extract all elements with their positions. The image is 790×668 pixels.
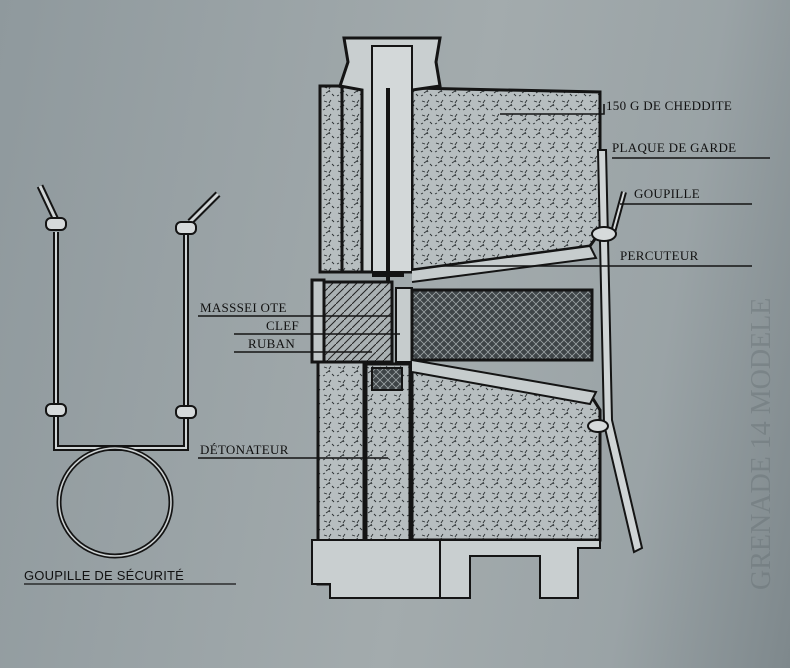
label-detonateur: DÉTONATEUR bbox=[200, 442, 289, 457]
label-percuteur: PERCUTEUR bbox=[620, 248, 699, 263]
bleed-through-text: GRENADE 14 MODELE bbox=[746, 298, 777, 590]
label-ruban: RUBAN bbox=[248, 336, 295, 351]
label-masselotte: MASSSEI OTE bbox=[200, 300, 287, 315]
caption-goupille-de-securite: GOUPILLE DE SÉCURITÉ bbox=[24, 568, 184, 583]
label-cheddite: 150 G DE CHEDDITE bbox=[606, 98, 732, 113]
label-plaque-de-garde: PLAQUE DE GARDE bbox=[612, 140, 736, 155]
safety-pin-drawing bbox=[36, 184, 221, 559]
leader-lines bbox=[24, 104, 770, 585]
label-clef: CLEF bbox=[266, 318, 299, 333]
label-goupille: GOUPILLE bbox=[634, 186, 700, 201]
grenade-body bbox=[310, 36, 644, 599]
